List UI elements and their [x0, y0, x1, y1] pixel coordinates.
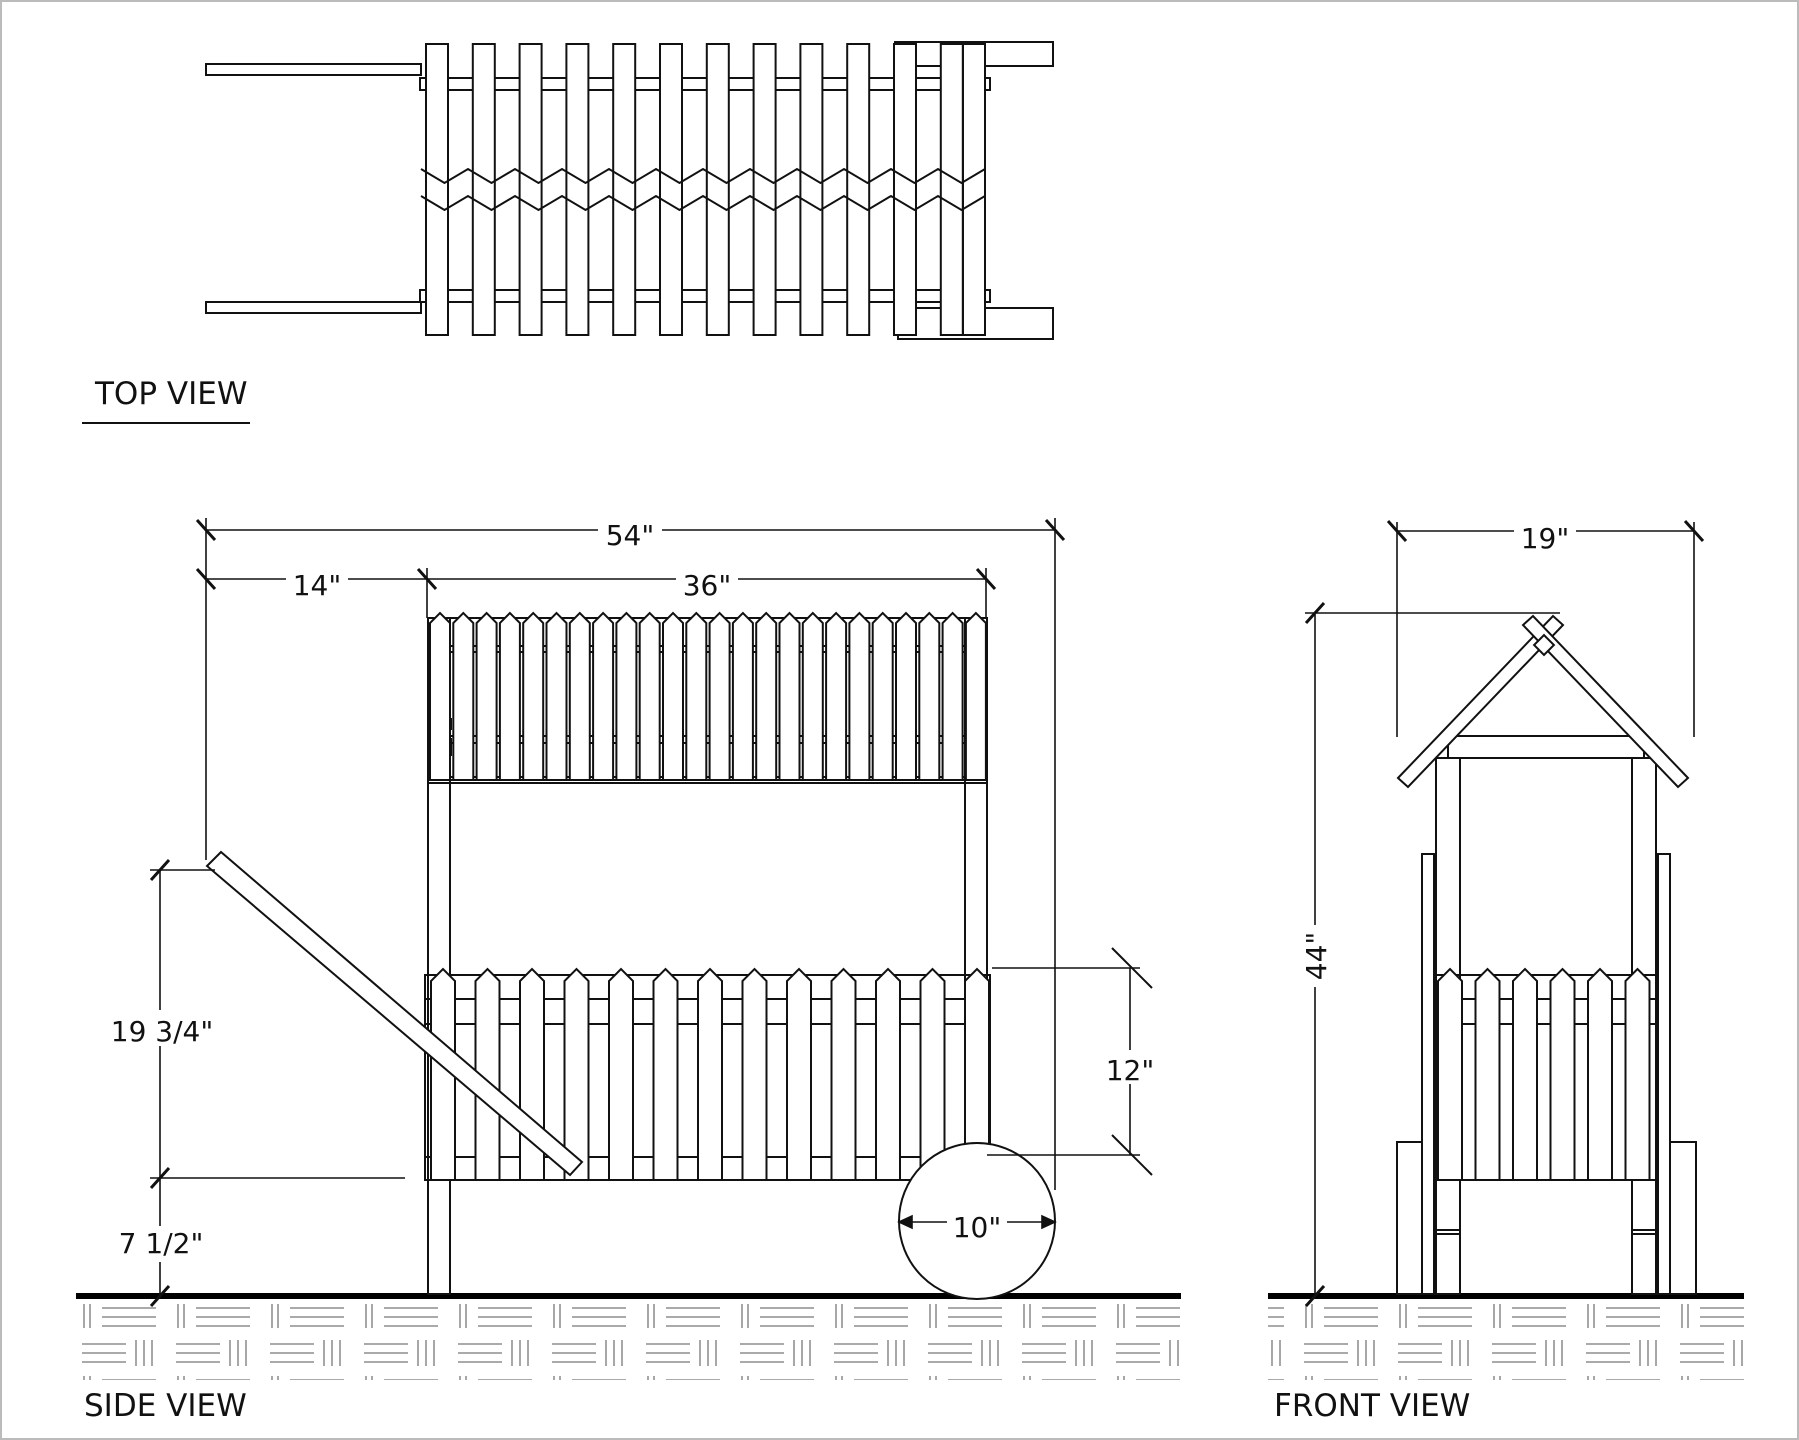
top-view-title: TOP VIEW	[94, 376, 247, 412]
side-view-title: SIDE VIEW	[84, 1388, 247, 1424]
side-upper-picket	[545, 611, 568, 781]
top-view-picket	[565, 43, 590, 336]
dim-total-height: 44"	[1300, 932, 1333, 981]
top-view-picket-tips-lower	[420, 194, 986, 212]
front-roof	[1396, 614, 1690, 789]
top-view-picket	[471, 43, 496, 336]
side-upper-picket	[522, 611, 545, 781]
top-view-picket	[705, 43, 730, 336]
side-upper-picket	[895, 611, 917, 781]
side-upper-picket	[755, 611, 778, 781]
side-upper-picket	[475, 611, 498, 781]
side-lower-picket	[830, 967, 857, 1181]
side-ground-hatch	[78, 1300, 1180, 1380]
front-right-rail	[1657, 853, 1671, 1295]
side-upper-picket	[778, 611, 801, 781]
top-view-picket	[659, 43, 683, 336]
side-upper-picket	[871, 611, 894, 781]
front-view: 19" 44" FRONT VIEW	[1268, 514, 1744, 1424]
front-picket	[1587, 967, 1613, 1181]
dim-lower-fence-height: 12"	[1106, 1054, 1155, 1087]
side-lower-picket	[474, 967, 501, 1181]
top-view-picket	[425, 43, 449, 336]
side-upper-picket	[848, 611, 871, 781]
side-lower-picket	[741, 967, 768, 1181]
side-upper-picket	[592, 611, 615, 781]
side-upper-picket	[964, 611, 987, 781]
top-view-picket	[612, 43, 637, 336]
dim-box-length: 36"	[683, 569, 732, 602]
side-lower-picket	[430, 967, 456, 1181]
side-lower-pickets	[430, 967, 990, 1181]
side-handle	[205, 850, 584, 1177]
top-view-picket-tips	[420, 167, 986, 185]
side-upper-picket	[708, 611, 731, 781]
side-lower-picket	[608, 967, 634, 1181]
front-picket	[1624, 967, 1651, 1181]
side-upper-picket	[429, 611, 451, 781]
front-left-rail	[1421, 853, 1435, 1295]
front-ground-hatch	[1268, 1300, 1744, 1380]
side-upper-picket	[662, 611, 684, 781]
side-upper-picket	[801, 611, 824, 781]
dim-front-width: 19"	[1521, 522, 1570, 555]
side-lower-picket	[919, 967, 946, 1181]
side-upper-box	[427, 611, 988, 784]
top-view-picket	[799, 43, 824, 336]
front-picket	[1474, 967, 1501, 1181]
side-upper-picket	[498, 611, 521, 781]
side-upper-picket	[918, 611, 941, 781]
top-view-picket	[962, 43, 986, 336]
top-view-handles	[205, 63, 422, 314]
side-upper-picket	[615, 611, 638, 781]
side-lower-picket	[697, 967, 723, 1181]
top-view-picket	[846, 43, 871, 336]
top-view-picket	[518, 43, 543, 336]
dim-handle-length: 14"	[293, 569, 342, 602]
dim-box-clearance: 7 1/2"	[119, 1227, 204, 1260]
front-lower-fence	[1433, 967, 1659, 1181]
side-lower-picket	[563, 967, 590, 1181]
top-view-picket	[752, 43, 777, 336]
side-upper-picket	[941, 611, 964, 781]
side-upper-picket	[452, 611, 475, 781]
side-upper-picket	[685, 611, 708, 781]
side-upper-picket	[731, 611, 754, 781]
dim-overall-length: 54"	[606, 519, 655, 552]
side-upper-picket	[825, 611, 848, 781]
top-view-picket	[939, 43, 964, 336]
side-lower-box	[424, 967, 991, 1181]
dim-handle-height: 19 3/4"	[111, 1015, 213, 1048]
side-upper-picket	[638, 611, 661, 781]
front-pickets	[1437, 967, 1651, 1181]
front-picket	[1437, 967, 1463, 1181]
top-view-pickets	[425, 43, 986, 336]
side-lower-picket	[652, 967, 679, 1181]
side-upper-picket	[568, 611, 591, 781]
dim-wheel-diameter: 10"	[953, 1211, 1002, 1244]
front-picket	[1512, 967, 1538, 1181]
side-lower-picket	[875, 967, 901, 1181]
side-view: 54" 14" 36" 19 3/4" 7 1/2" 12" 10" SIDE …	[76, 512, 1181, 1424]
top-view: TOP VIEW	[82, 41, 1054, 424]
side-upper-pickets	[429, 611, 987, 781]
front-view-title: FRONT VIEW	[1274, 1388, 1470, 1424]
front-picket	[1549, 967, 1576, 1181]
top-view-picket	[893, 43, 917, 336]
side-lower-picket	[786, 967, 812, 1181]
